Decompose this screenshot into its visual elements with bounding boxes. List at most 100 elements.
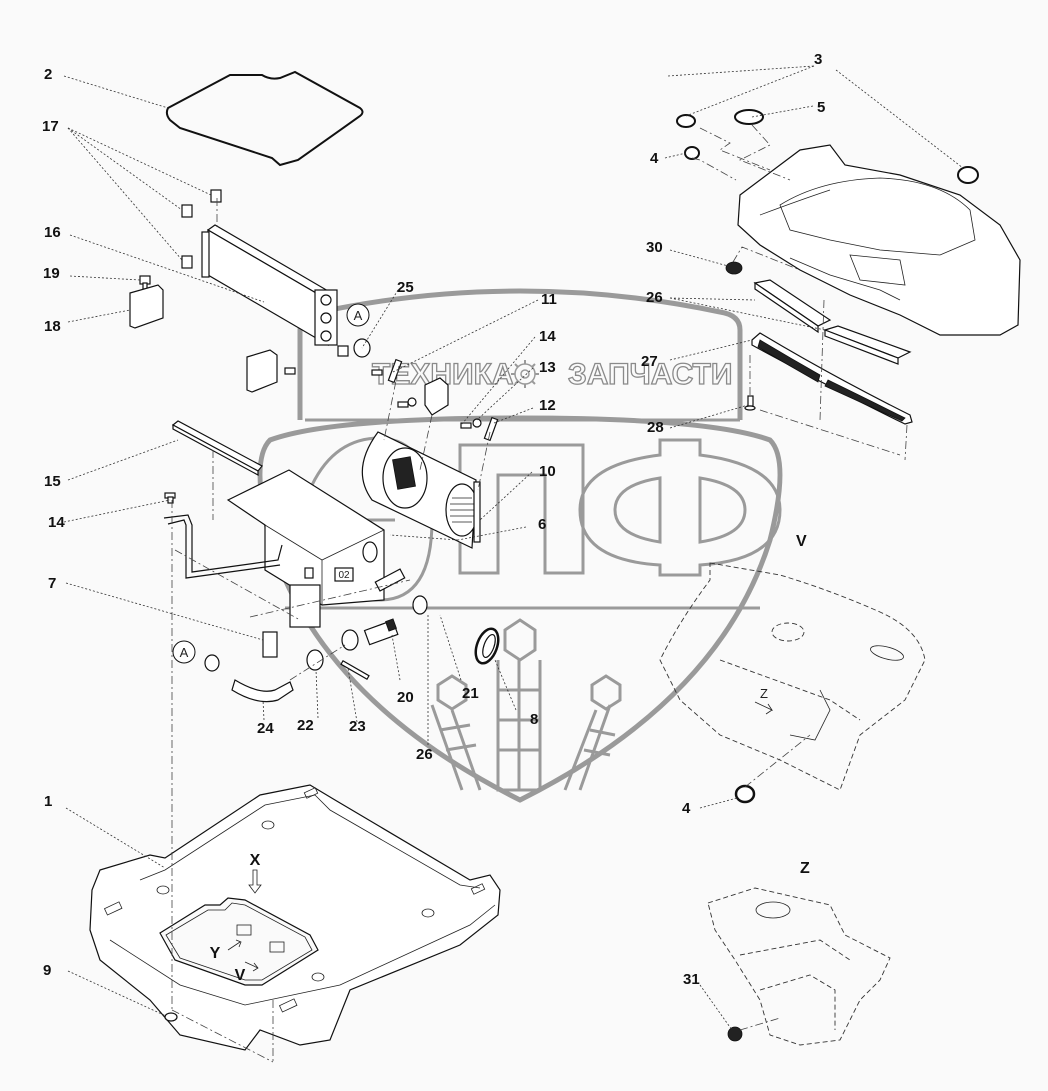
- leader-lines: [63, 65, 964, 1031]
- callout-18: 17: [42, 118, 59, 135]
- callout-9: 14: [48, 514, 65, 531]
- callout-11: 10: [539, 463, 556, 480]
- part-19-bracket: [129, 284, 164, 329]
- callout-6: 6: [538, 516, 546, 533]
- callout-16: 15: [44, 473, 61, 490]
- view-title-z: Z: [800, 860, 810, 877]
- callout-29: 28: [647, 419, 664, 436]
- center-lines: [171, 124, 908, 1063]
- part-23-clamp: [306, 649, 324, 671]
- callout-31: 31: [683, 971, 700, 988]
- callout-1: 1: [44, 793, 52, 810]
- part-3-grommet-right: [957, 166, 979, 184]
- watermark-letter-f: [578, 438, 782, 577]
- callout-8: 8: [530, 711, 538, 728]
- view-title-v: V: [796, 533, 807, 550]
- part-10-washer: [164, 1012, 178, 1022]
- part-16-bar-side: [172, 423, 259, 477]
- bolt: [371, 369, 383, 376]
- watermark-letter-p: [458, 443, 585, 575]
- callout-3: 3: [814, 51, 822, 68]
- part-3-grommet: [676, 114, 696, 128]
- callout-30: 30: [646, 239, 663, 256]
- callout-4-top: 4: [650, 150, 659, 167]
- part-28-grille: [751, 332, 913, 425]
- bolt: [304, 567, 314, 579]
- part-18-clip: [181, 204, 193, 218]
- callout-23: 22: [297, 717, 314, 734]
- part-30-nut: [725, 261, 743, 275]
- callout-20: 19: [43, 265, 60, 282]
- part-clamp: [341, 629, 359, 651]
- part-16-bar: [171, 420, 263, 472]
- part-4-grommet: [684, 146, 700, 160]
- svg-text:A: A: [180, 645, 189, 660]
- part-9-bolt: [164, 492, 176, 504]
- washer: [407, 397, 417, 407]
- view-v-detail: Z: [659, 562, 926, 791]
- part-housing-frame: 02: [226, 469, 385, 606]
- callout-12: 11: [541, 291, 557, 308]
- callout-14: 13: [539, 359, 556, 376]
- callout-4-bottom: 4: [682, 800, 691, 817]
- svg-text:A: A: [354, 308, 363, 323]
- callout-10: 9: [43, 962, 51, 979]
- callout-7: 7: [48, 575, 56, 592]
- part-2-gasket: [165, 70, 364, 167]
- callout-2: 2: [44, 66, 52, 83]
- part-18-clip: [181, 255, 193, 269]
- bolt: [397, 401, 409, 408]
- view-y-marker: Y: [210, 945, 221, 962]
- part-18-clip: [210, 189, 222, 203]
- part-4-grommet-lower: [734, 784, 756, 804]
- callout-5: 5: [817, 99, 825, 116]
- part-clamp: [412, 595, 428, 615]
- part-7-connector: [262, 631, 278, 658]
- connection-marker-a-bottom: A: [172, 640, 196, 664]
- part-26-clip: [337, 345, 349, 357]
- part-13-pin: [483, 416, 499, 442]
- part-5-grommet: [734, 109, 764, 125]
- part-31-nut: [727, 1026, 743, 1042]
- part-24-screw: [340, 659, 370, 681]
- part-14-washer: [472, 418, 482, 428]
- part-25-hose: [231, 679, 294, 703]
- callout-13: 12: [539, 397, 556, 414]
- callout-24: 23: [349, 718, 366, 735]
- connection-marker-a-top: A: [346, 303, 370, 327]
- part-21-valve: [363, 618, 399, 646]
- part-15-bolt: [460, 422, 472, 429]
- view-z-marker: Z: [760, 686, 768, 701]
- callout-27: 26: [646, 289, 663, 306]
- callout-19: 18: [44, 318, 61, 335]
- part-20-bolt: [139, 275, 151, 290]
- part-clamp: [204, 654, 220, 672]
- part-17-heater-core: [201, 224, 338, 347]
- part-27-pad: [824, 329, 899, 365]
- part-1-base: X Y V: [89, 784, 501, 1051]
- bolt: [284, 367, 296, 375]
- part-29-screw: [744, 395, 756, 411]
- part-27-pad: [823, 325, 912, 359]
- callout-28: 27: [641, 353, 658, 370]
- watermark-brand-right: ЗАПЧАСТИ: [568, 358, 732, 391]
- part-27-pad: [754, 281, 819, 334]
- callout-17: 16: [44, 224, 61, 241]
- callout-26-top: 25: [397, 279, 414, 296]
- part-upper-cover: [737, 144, 1021, 336]
- view-x-marker: X: [250, 852, 261, 869]
- part-8-seal: [474, 627, 500, 665]
- callout-labels: 2 17 16 19 18 25 11 14 13 12 10 6 15 14 …: [42, 51, 825, 988]
- part-support-bracket: [289, 584, 321, 628]
- part-11-blower: [361, 431, 481, 549]
- callout-22: 21: [462, 685, 479, 702]
- part-12-bracket: [424, 377, 449, 416]
- gear-icon: [511, 360, 539, 388]
- callout-26-bottom: 26: [416, 746, 433, 763]
- part-27-pad: [753, 279, 832, 327]
- callout-25: 24: [257, 720, 274, 737]
- callout-15: 14: [539, 328, 556, 345]
- view-z-detail: [707, 887, 891, 1046]
- bracket: [246, 349, 278, 393]
